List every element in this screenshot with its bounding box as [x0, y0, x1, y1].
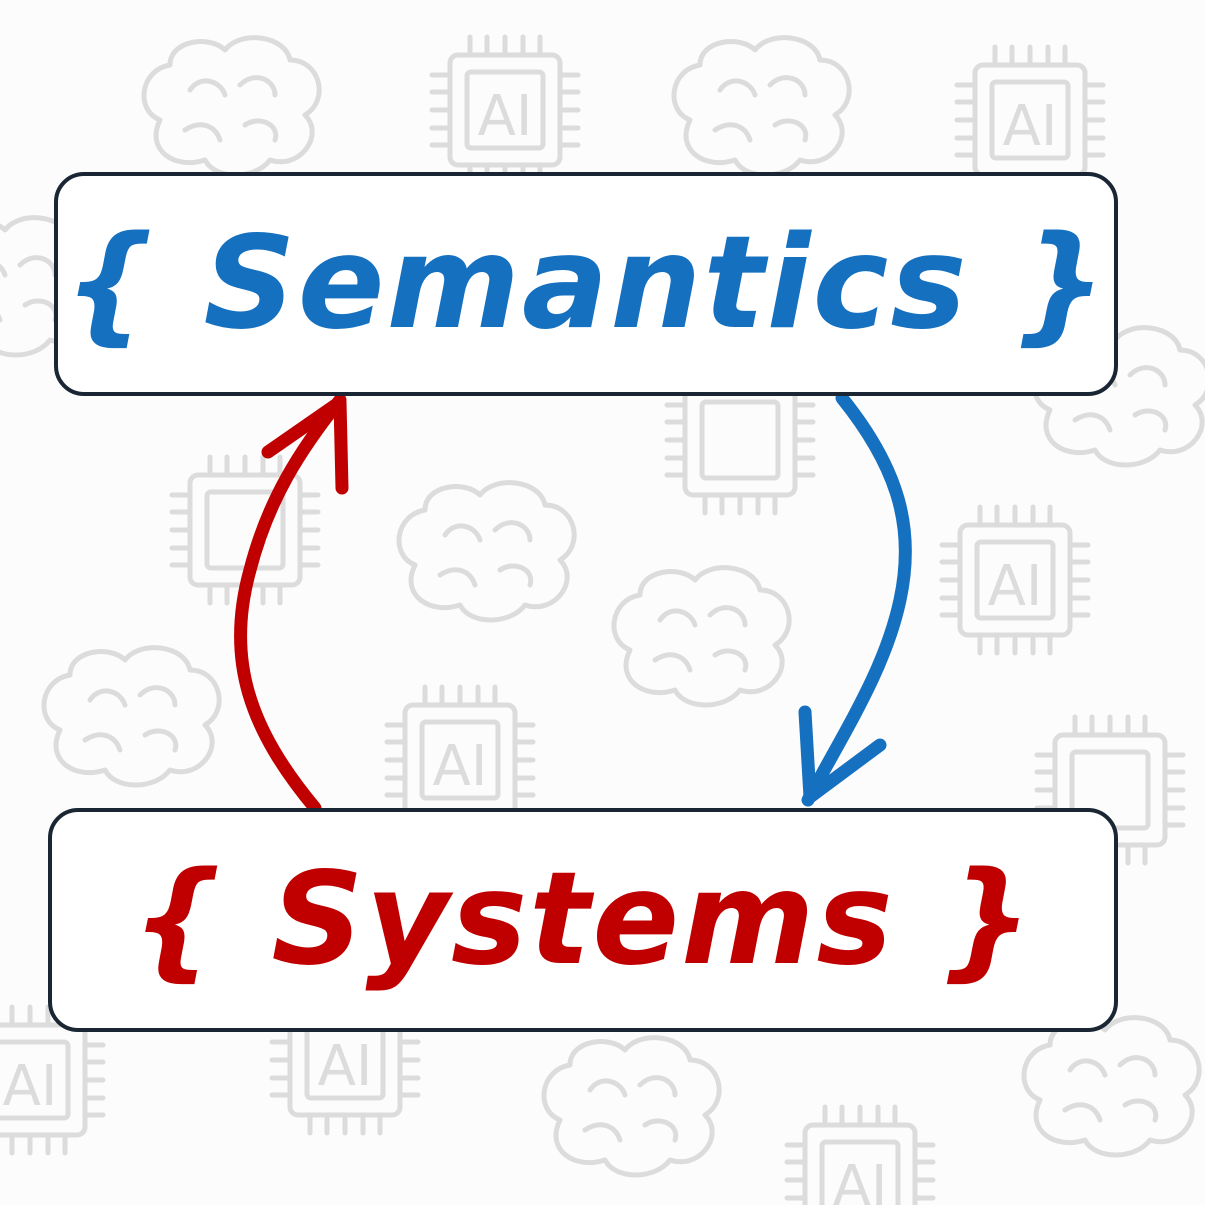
brain-icon	[1024, 1018, 1199, 1155]
svg-text:AI: AI	[433, 734, 488, 799]
ai-chip-icon	[172, 457, 318, 603]
ai-chip-icon: AI	[387, 687, 533, 833]
ai-chip-icon: AI	[272, 987, 418, 1133]
svg-text:AI: AI	[1003, 94, 1058, 159]
ai-chip-icon: AI	[787, 1107, 933, 1205]
brain-icon	[399, 483, 574, 620]
ai-chip-icon: AI	[942, 507, 1088, 653]
brain-icon	[44, 648, 219, 785]
chip-text: AI	[478, 84, 533, 149]
brain-icon	[544, 1038, 719, 1175]
brain-icon	[614, 568, 789, 705]
ai-chip-icon: AI	[957, 47, 1103, 193]
brain-icon	[144, 38, 319, 175]
svg-text:AI: AI	[833, 1154, 888, 1205]
systems-box: { Systems }	[48, 808, 1118, 1032]
svg-text:AI: AI	[988, 554, 1043, 619]
semantics-box: { Semantics }	[54, 172, 1118, 396]
svg-text:AI: AI	[3, 1054, 58, 1119]
svg-text:AI: AI	[318, 1034, 373, 1099]
systems-label: { Systems }	[131, 845, 1035, 994]
brain-icon	[674, 38, 849, 175]
ai-chip-icon: AI	[432, 37, 578, 183]
semantics-label: { Semantics }	[63, 209, 1109, 358]
ai-chip-icon: AI	[0, 1007, 103, 1153]
